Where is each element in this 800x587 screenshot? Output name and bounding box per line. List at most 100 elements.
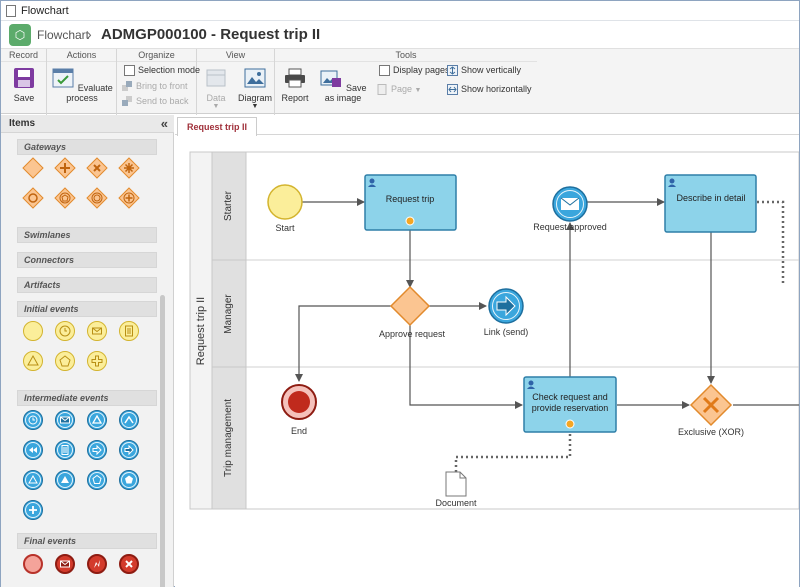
parallel-event-gateway-icon[interactable] (118, 187, 140, 209)
multiple-intermediate-icon[interactable] (86, 469, 108, 491)
parallel-intermediate-icon[interactable] (22, 499, 44, 521)
flowchart-diagram: Request trip II Starter Manager Trip man… (189, 151, 799, 510)
sequence-flows (295, 198, 799, 409)
signal-start-icon[interactable] (22, 350, 44, 372)
message-start-icon[interactable] (86, 320, 108, 342)
diagram-view-label: Diagram (237, 93, 272, 103)
conditional-start-icon[interactable] (118, 320, 140, 342)
ribbon-group-label: View (197, 49, 274, 62)
selection-mode-label: Selection mode (138, 65, 201, 75)
ribbon-toolbar: Record Save Actions Evaluate process Org… (1, 48, 799, 115)
header-bar: ⬡ Flowchart › ADMGP000100 - Request trip… (1, 22, 799, 48)
complex-gateway-icon[interactable] (118, 157, 140, 179)
save-label: Save (13, 93, 35, 103)
signal-throw-intermediate-icon[interactable] (22, 469, 44, 491)
breadcrumb-separator: › (87, 26, 92, 42)
show-horizontally-button[interactable]: Show horizontally (447, 83, 532, 96)
gateway-approve-request[interactable] (389, 285, 431, 327)
chevron-down-icon: ▼ (212, 103, 220, 110)
display-pages-label: Display pages (393, 65, 450, 75)
send-to-back-icon (122, 96, 132, 107)
gateway-exclusive-label: Exclusive (XOR) (678, 427, 744, 437)
section-swimlanes[interactable]: Swimlanes (17, 227, 157, 243)
data-view-button[interactable]: Data▼ (200, 67, 232, 110)
selection-mode-checkbox[interactable]: Selection mode (124, 64, 200, 77)
checkbox-icon (379, 65, 390, 77)
exclusive-gateway-icon[interactable] (86, 157, 108, 179)
section-artifacts[interactable]: Artifacts (17, 277, 157, 293)
document-artifact[interactable] (445, 471, 467, 497)
bring-to-front-label: Bring to front (136, 81, 188, 91)
timer-start-icon[interactable] (54, 320, 76, 342)
section-final-events[interactable]: Final events (17, 533, 157, 549)
cancel-end-icon[interactable] (118, 553, 140, 575)
ribbon-group-label: Record (1, 49, 46, 62)
ribbon-group-label: Organize (117, 49, 196, 62)
message-intermediate-icon[interactable] (54, 409, 76, 431)
task-request-trip[interactable] (364, 174, 457, 231)
compensation-intermediate-icon[interactable] (22, 439, 44, 461)
inclusive-gateway-icon[interactable] (22, 187, 44, 209)
save-as-image-label: Save as image (324, 83, 367, 103)
section-connectors[interactable]: Connectors (17, 252, 157, 268)
link-intermediate-icon[interactable] (86, 439, 108, 461)
items-panel-scrollbar[interactable] (160, 295, 165, 587)
start-event[interactable] (267, 184, 303, 220)
ribbon-group-label: Actions (47, 49, 116, 62)
chevron-down-icon: ▼ (414, 87, 422, 94)
gateway-exclusive-xor[interactable] (689, 383, 733, 427)
start-event-icon[interactable] (22, 320, 44, 342)
checkbox-icon (124, 65, 135, 77)
section-gateways[interactable]: Gateways (17, 139, 157, 155)
evaluate-process-button[interactable]: Evaluate process (47, 67, 117, 103)
escalation-intermediate-icon[interactable] (118, 409, 140, 431)
section-intermediate-events[interactable]: Intermediate events (17, 390, 157, 406)
intermediate-event-request-approved[interactable] (552, 186, 588, 222)
page-label: Page (391, 84, 413, 94)
bring-to-front-button[interactable]: Bring to front (122, 80, 188, 93)
show-vertically-button[interactable]: Show vertically (447, 64, 521, 77)
parallel-gateway-icon[interactable] (54, 157, 76, 179)
signal-intermediate-icon[interactable] (86, 409, 108, 431)
ribbon-group-record: Record Save (1, 49, 47, 115)
send-to-back-button[interactable]: Send to back (122, 95, 189, 108)
diagram-view-button[interactable]: Diagram▼ (235, 67, 275, 110)
event-based-gateway-icon[interactable] (54, 187, 76, 209)
task-check-request[interactable] (523, 376, 617, 433)
tab-request-trip[interactable]: Request trip II (177, 117, 257, 136)
collapse-panel-icon[interactable]: « (160, 116, 168, 131)
multiple-throw-intermediate-icon[interactable] (118, 469, 140, 491)
send-to-back-label: Send to back (136, 96, 189, 106)
task-check-label-line1: Check request and (532, 392, 608, 402)
conditional-intermediate-icon[interactable] (54, 439, 76, 461)
end-event-icon[interactable] (22, 553, 44, 575)
task-describe-label: Describe in detail (676, 193, 745, 203)
signal-throw-filled-intermediate-icon[interactable] (54, 469, 76, 491)
gateway-icon[interactable] (22, 157, 44, 179)
save-button[interactable]: Save (7, 67, 41, 103)
save-as-image-button[interactable]: Save as image (315, 67, 371, 103)
show-horizontally-icon (447, 84, 458, 96)
intermediate-event-link-send[interactable] (488, 288, 524, 324)
task-describe-in-detail[interactable] (664, 174, 757, 233)
timer-intermediate-icon[interactable] (22, 409, 44, 431)
lane-manager[interactable] (211, 259, 799, 368)
task-check-label-line2: provide reservation (532, 403, 609, 413)
multiple-start-icon[interactable] (54, 350, 76, 372)
lane-trip-management[interactable] (211, 366, 247, 510)
display-pages-checkbox[interactable]: Display pages (379, 64, 450, 77)
page-dropdown[interactable]: Page ▼ (377, 83, 421, 96)
flowchart-logo-icon: ⬡ (9, 24, 31, 46)
parallel-start-icon[interactable] (86, 350, 108, 372)
link-throw-intermediate-icon[interactable] (118, 439, 140, 461)
end-event[interactable] (281, 384, 317, 420)
error-end-icon[interactable] (86, 553, 108, 575)
lane-label-trip-management: Trip management (223, 399, 234, 477)
report-button[interactable]: Report (279, 67, 311, 103)
section-initial-events[interactable]: Initial events (17, 301, 157, 317)
message-end-icon[interactable] (54, 553, 76, 575)
lane-label-starter: Starter (223, 190, 234, 221)
breadcrumb-module[interactable]: Flowchart (37, 28, 90, 42)
exclusive-event-gateway-icon[interactable] (86, 187, 108, 209)
data-view-label: Data (206, 93, 226, 103)
